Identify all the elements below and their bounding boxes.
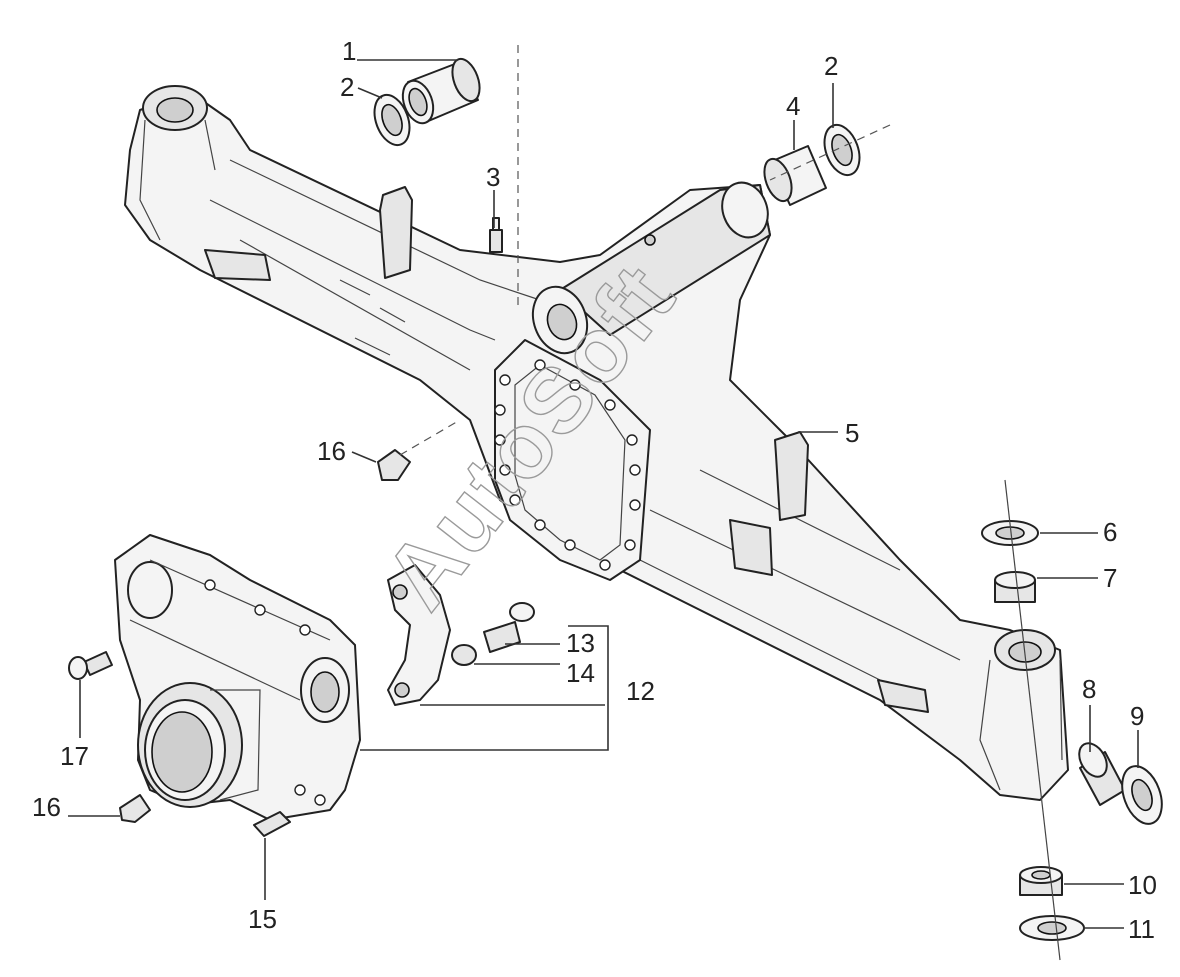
callout-2-left: 2: [340, 72, 354, 102]
callout-8: 8: [1082, 674, 1096, 704]
plug-16-upper: [377, 449, 411, 481]
callout-15: 15: [248, 904, 277, 934]
callout-16-lower: 16: [32, 792, 61, 822]
bushing-8: [1078, 742, 1126, 806]
bushing-7: [994, 571, 1036, 603]
callout-10: 10: [1128, 870, 1157, 900]
callout-7: 7: [1103, 563, 1117, 593]
callout-1: 1: [342, 36, 356, 66]
callout-4: 4: [786, 91, 800, 121]
callout-3: 3: [486, 162, 500, 192]
dowel-pin-15: [253, 811, 291, 837]
bolt-17: [68, 651, 113, 680]
callout-2-right: 2: [824, 51, 838, 81]
washer-9: [1121, 765, 1163, 825]
callout-9: 9: [1130, 701, 1144, 731]
bushing-10: [1019, 866, 1063, 896]
callout-14: 14: [566, 658, 595, 688]
grease-nipple-3: [489, 217, 503, 253]
leader-lines: [68, 59, 1139, 929]
bushing-4: [763, 145, 827, 206]
callout-labels: 1 2 2 3 4 5 6 7 8 9 10 11 12 13 14 15 16…: [32, 36, 1157, 944]
saddle-cap: [387, 564, 451, 706]
callout-17: 17: [60, 741, 89, 771]
callout-12: 12: [626, 676, 655, 706]
assembly-axis-lines: [399, 45, 1061, 961]
callout-16-upper: 16: [317, 436, 346, 466]
thrust-washer-2-left: [373, 93, 411, 147]
callout-13: 13: [566, 628, 595, 658]
callout-6: 6: [1103, 517, 1117, 547]
spacer-14: [451, 644, 477, 666]
bushing-1: [401, 57, 481, 125]
callout-5: 5: [845, 418, 859, 448]
callout-11: 11: [1128, 914, 1155, 944]
thrust-washer-2-right: [823, 123, 861, 177]
axle-beam: [124, 85, 1069, 801]
trunnion-housing: [114, 534, 361, 821]
washer-11: [1019, 915, 1085, 941]
plug-16-lower: [119, 794, 151, 823]
